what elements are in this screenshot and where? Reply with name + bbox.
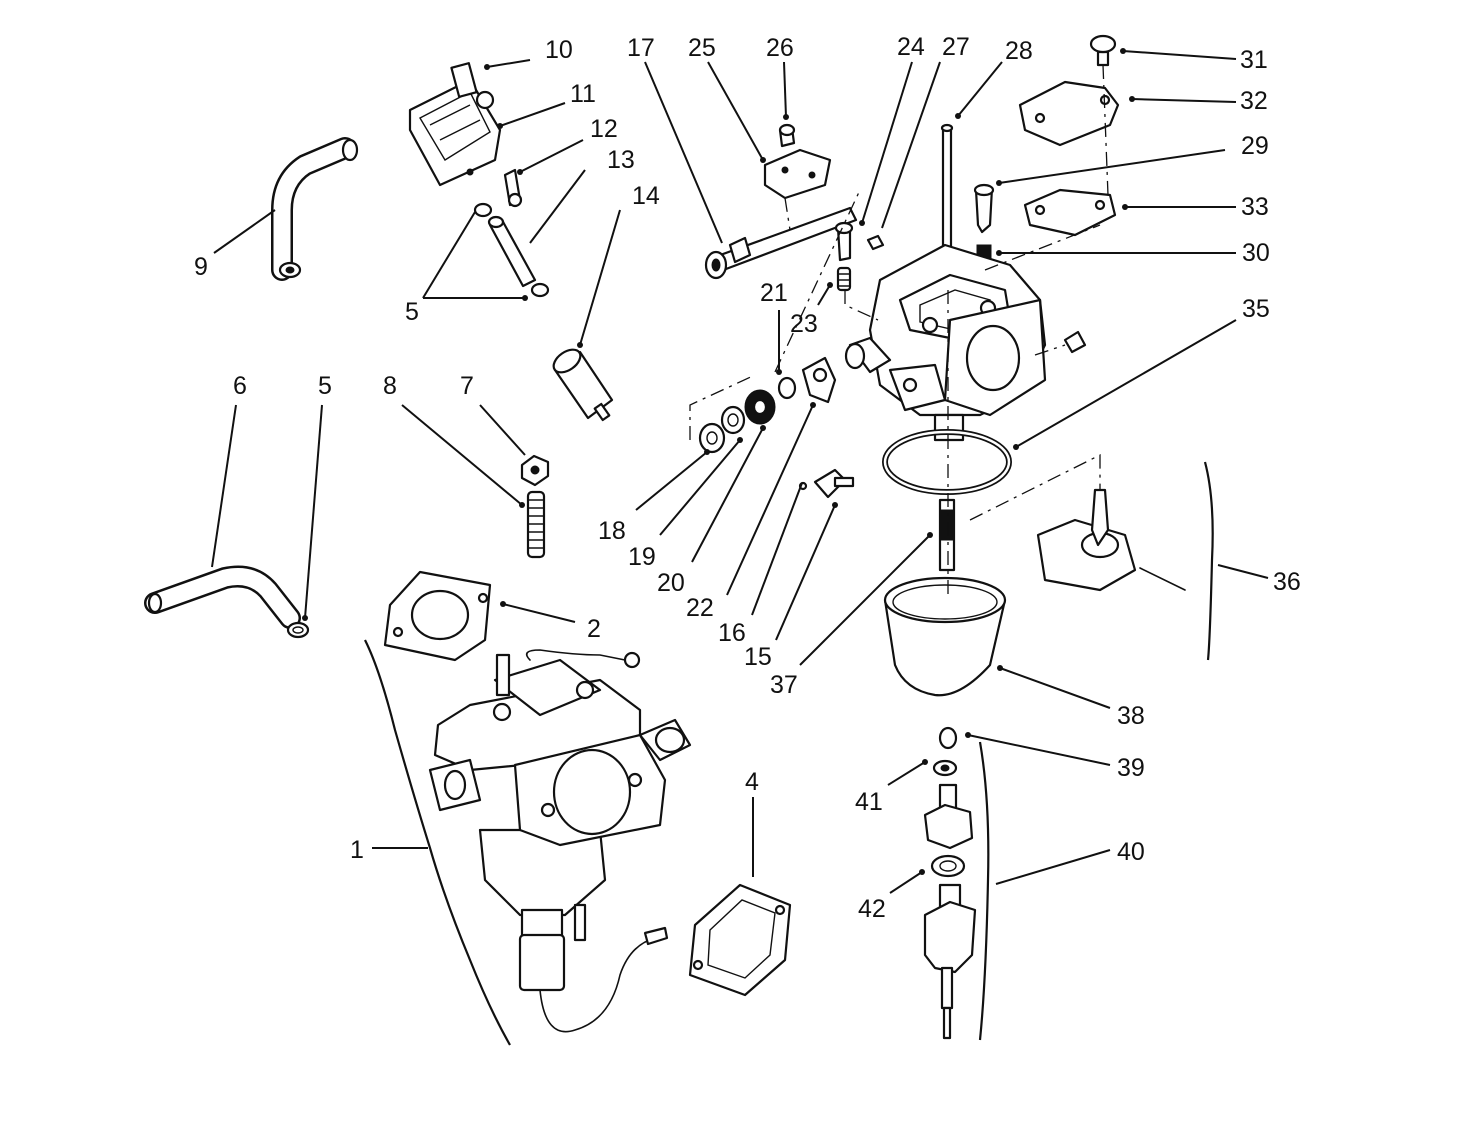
- part-21-ring: [777, 376, 797, 400]
- callout-36: 36: [1273, 568, 1301, 596]
- part-2-gasket: [383, 570, 492, 662]
- callout-31: 31: [1240, 46, 1268, 74]
- callout-11: 11: [570, 80, 596, 108]
- part-32-cover: [1018, 80, 1120, 147]
- part-1-carburetor-assembly: [428, 649, 692, 1033]
- bracket-1: [364, 639, 511, 1046]
- part-35-bowl-gasket: [882, 429, 1012, 495]
- part-25-throttle-plate: [763, 148, 832, 200]
- part-15-float-hinge: [813, 468, 855, 499]
- callout-29: 29: [1241, 132, 1269, 160]
- callout-15: 15: [744, 643, 772, 671]
- callout-22: 22: [686, 594, 714, 622]
- part-42-washer: [930, 854, 966, 878]
- callout-12: 12: [590, 115, 618, 143]
- callout-30: 30: [1242, 239, 1270, 267]
- part-4-gasket: [688, 883, 792, 997]
- callout-27: 27: [942, 33, 970, 61]
- callout-8: 8: [383, 372, 397, 400]
- brackets: [364, 461, 1214, 1046]
- callout-25: 25: [688, 34, 716, 62]
- callout-10: 10: [545, 36, 573, 64]
- part-14-fuel-filter: [552, 348, 614, 422]
- callout-40: 40: [1117, 838, 1145, 866]
- callout-2: 2: [587, 615, 601, 643]
- part-41-washer: [932, 759, 958, 777]
- part-33-gasket: [1023, 188, 1117, 237]
- part-11-fuel-pump: [408, 62, 502, 187]
- callout-23: 23: [790, 310, 818, 338]
- part-26-screw: [778, 123, 796, 148]
- part-18-bushing: [698, 422, 726, 454]
- part-carburetor-body: [844, 243, 1087, 442]
- callout-18: 18: [598, 517, 626, 545]
- part-39-screw: [938, 726, 958, 750]
- callout-5: 5: [405, 298, 419, 326]
- part-19-washer: [720, 405, 746, 435]
- part-40-fuel-solenoid: [923, 783, 977, 1040]
- bracket-36: [1203, 461, 1214, 661]
- callout-14: 14: [632, 182, 660, 210]
- part-6-fuel-hose: [144, 565, 301, 629]
- callout-16: 16: [718, 619, 746, 647]
- callout-35: 35: [1242, 295, 1270, 323]
- alignment-lines: [689, 64, 1109, 600]
- callout-38: 38: [1117, 702, 1145, 730]
- part-27-plug: [866, 234, 885, 251]
- callout-37: 37: [770, 671, 798, 699]
- part-5-clamp-lower: [286, 621, 310, 639]
- callout-26: 26: [766, 34, 794, 62]
- part-5-hose-clamps: [473, 202, 550, 298]
- callout-19: 19: [628, 543, 656, 571]
- callout-labels: 1 2 4 5 5 6 7 8 9 10 11 12 13 14 15 16 1…: [194, 33, 1301, 923]
- leader-lines: [211, 48, 1269, 894]
- part-23-spring: [836, 266, 852, 292]
- callout-13: 13: [607, 146, 635, 174]
- callout-24: 24: [897, 33, 925, 61]
- callout-4: 4: [745, 768, 759, 796]
- callout-39: 39: [1117, 754, 1145, 782]
- callout-32: 32: [1240, 87, 1268, 115]
- callout-21: 21: [760, 279, 788, 307]
- part-17-throttle-shaft: [704, 206, 858, 280]
- part-12-fitting: [503, 168, 523, 208]
- callout-9: 9: [194, 253, 208, 281]
- part-36-float: [1036, 488, 1186, 592]
- part-24-screw: [834, 221, 854, 262]
- callout-17: 17: [627, 34, 655, 62]
- part-13-fuel-line: [487, 215, 537, 288]
- callout-33: 33: [1241, 193, 1269, 221]
- callout-5: 5: [318, 372, 332, 400]
- part-37-nozzle: [938, 498, 956, 572]
- callout-28: 28: [1005, 37, 1033, 65]
- callout-7: 7: [460, 372, 474, 400]
- callout-1: 1: [350, 836, 364, 864]
- callout-41: 41: [855, 788, 883, 816]
- part-31-screw: [1089, 34, 1117, 67]
- callout-6: 6: [233, 372, 247, 400]
- part-9-fuel-hose: [271, 137, 359, 281]
- part-8-stud: [526, 490, 546, 559]
- part-29-screw: [973, 183, 995, 234]
- callout-42: 42: [858, 895, 886, 923]
- part-22-lever: [801, 356, 837, 404]
- callout-20: 20: [657, 569, 685, 597]
- bracket-40: [978, 741, 990, 1041]
- part-20-spring: [744, 389, 776, 425]
- part-7-nut: [520, 454, 550, 487]
- part-38-float-bowl: [883, 576, 1007, 697]
